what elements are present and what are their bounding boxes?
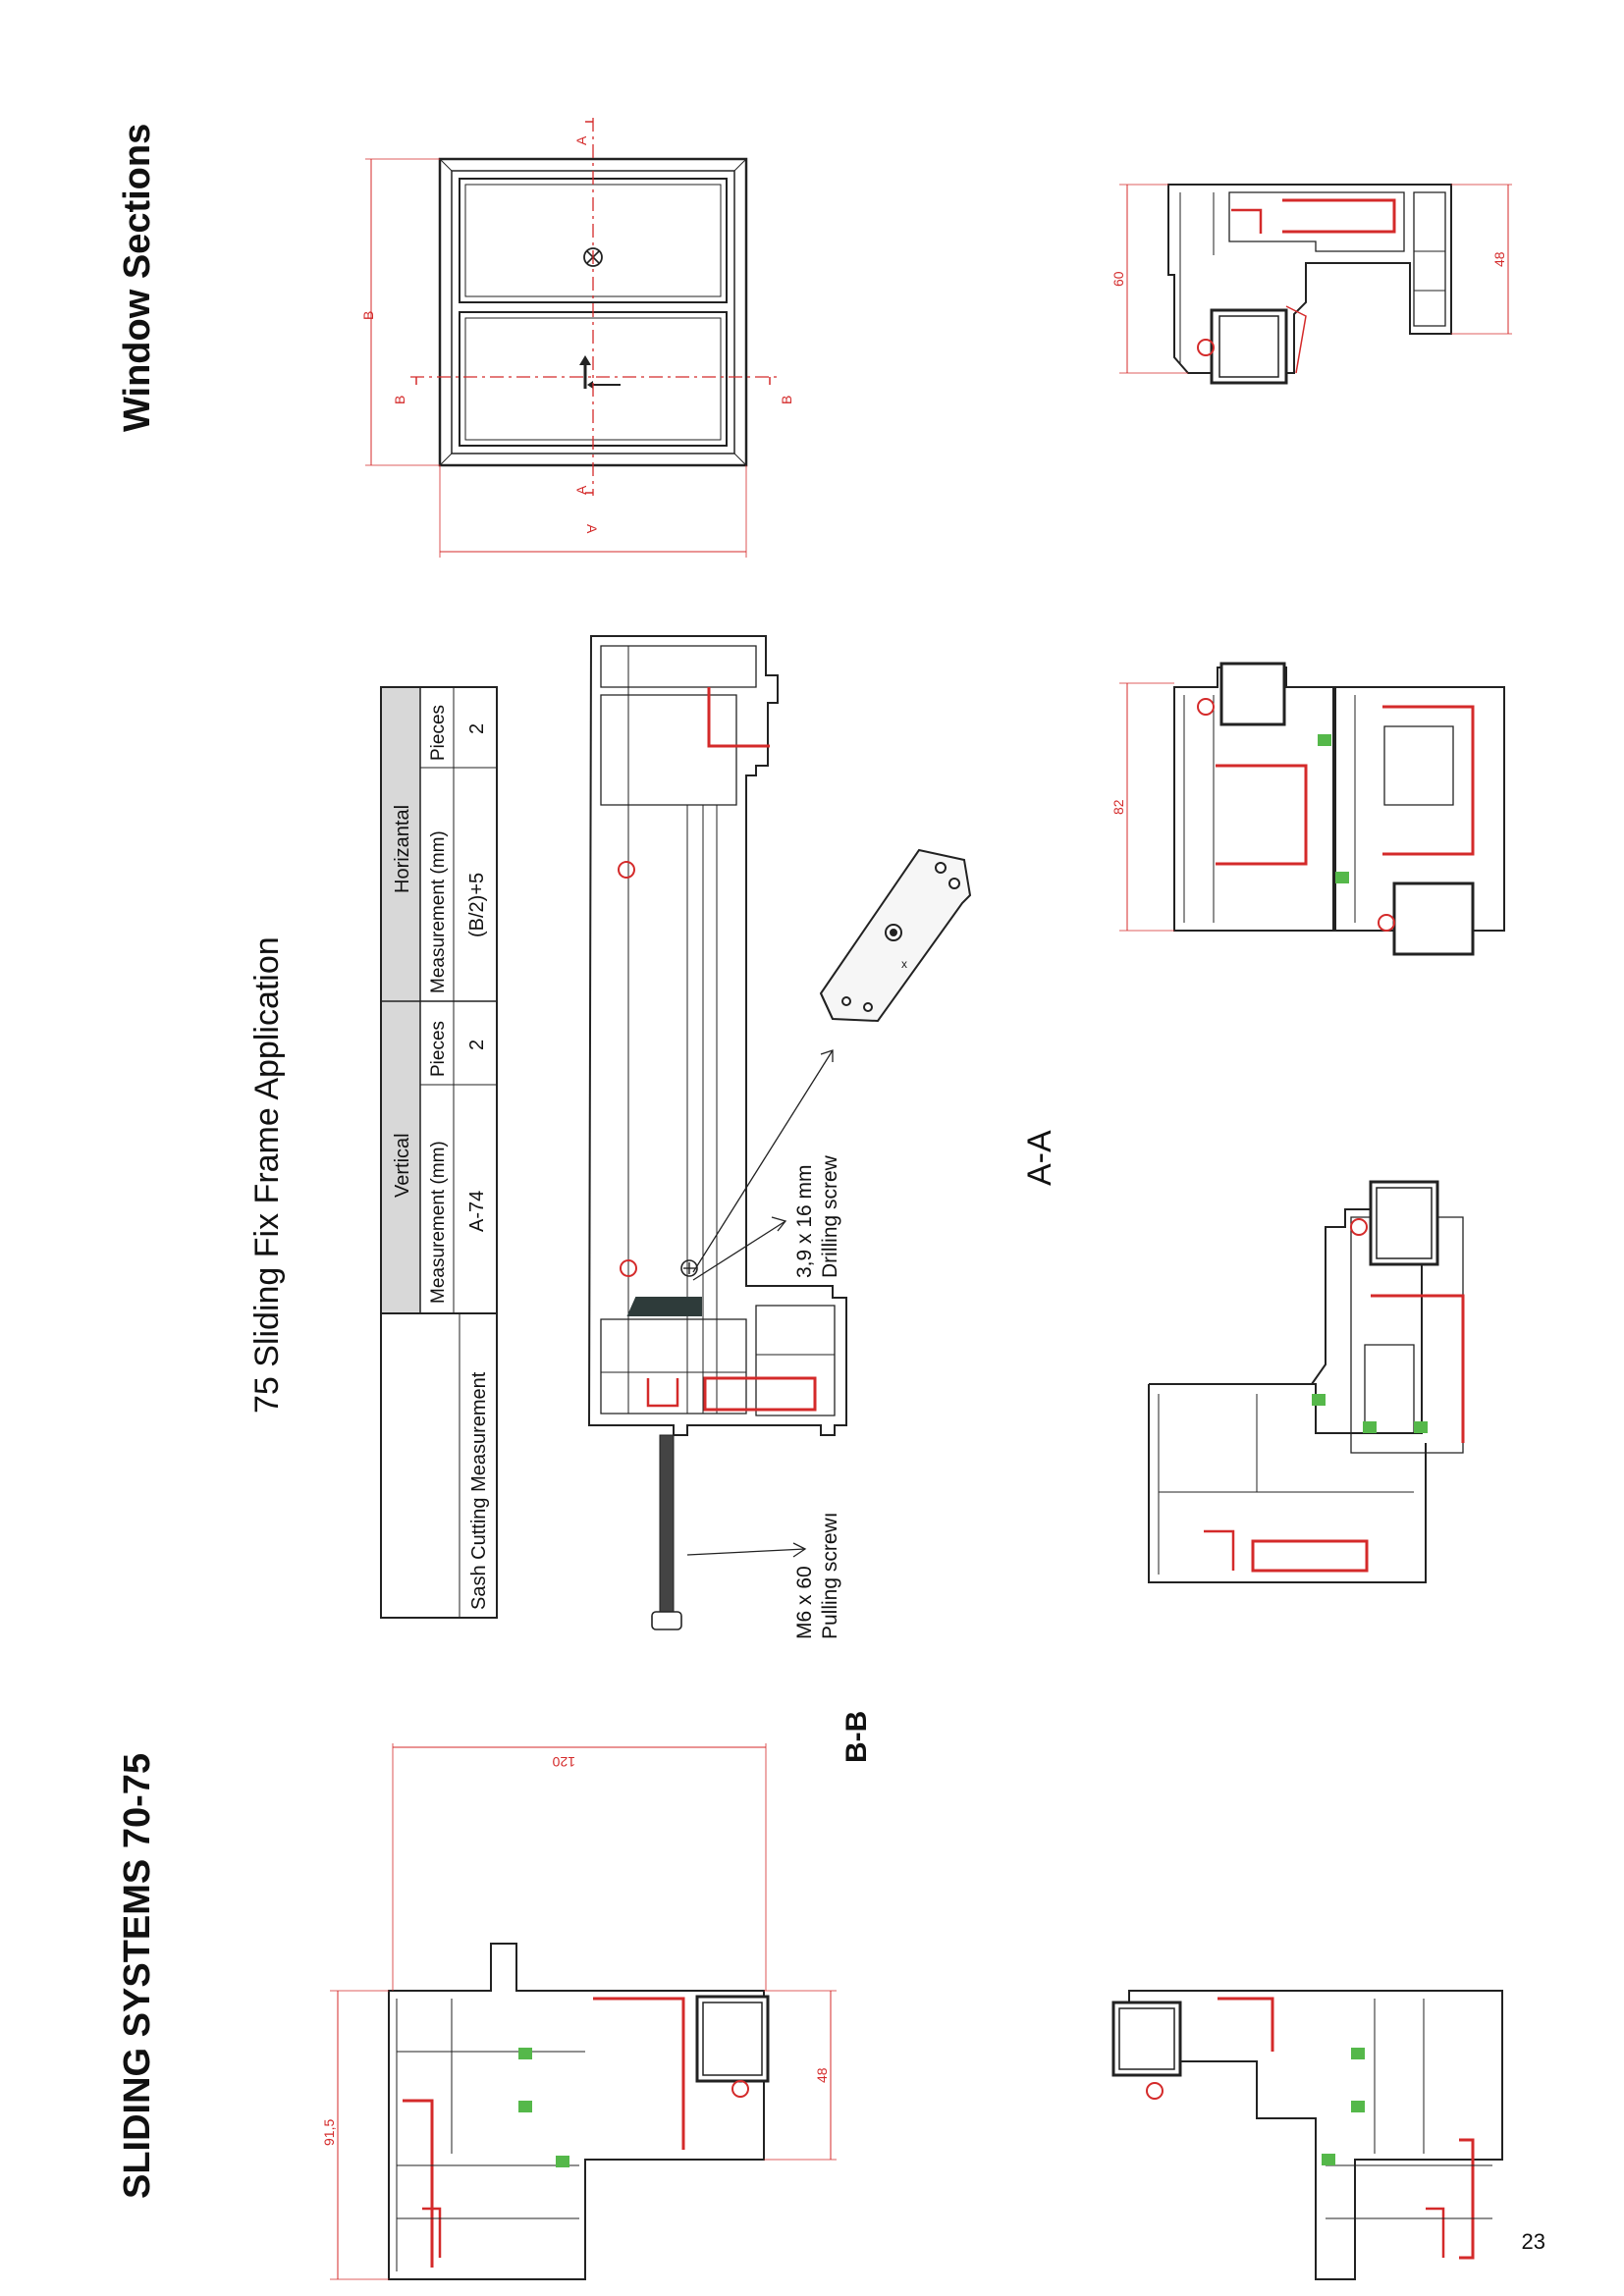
gasket-marker	[1312, 1394, 1326, 1406]
corner-bracket-illustration: x	[819, 848, 972, 1023]
table-col-measurement-v: Measurement (mm)	[428, 1141, 449, 1304]
dimension-a: A	[584, 524, 600, 534]
gasket-marker	[1351, 2048, 1365, 2059]
gasket-marker	[518, 2101, 532, 2112]
gasket-marker	[1335, 872, 1349, 883]
dimension-60: 60	[1110, 271, 1126, 287]
drilling-screw-size: 3,9 x 16 mm	[793, 1164, 816, 1278]
section-marker-b-right: B	[779, 396, 794, 404]
sliding-arrow-icon	[579, 355, 621, 389]
fix-frame-profile-section	[587, 635, 847, 1630]
pulling-screw-size: M6 x 60	[793, 1566, 816, 1639]
table-value-vertical-measurement: A-74	[466, 1191, 488, 1232]
table-group-vertical: Vertical	[392, 1133, 413, 1198]
cutting-table: Sash Cutting Measurement Vertical Horiza…	[380, 686, 498, 1619]
aa-section-top	[1167, 184, 1452, 385]
section-marker-a-top: A	[573, 135, 589, 145]
table-frame	[380, 686, 498, 1619]
dimension-82: 82	[1110, 799, 1126, 815]
gasket-marker	[1363, 1421, 1377, 1433]
table-value-vertical-pieces: 2	[466, 1040, 488, 1050]
table-group-horizontal: Horizantal	[392, 805, 413, 893]
table-col-measurement-h: Measurement (mm)	[428, 830, 449, 993]
gasket-marker	[1318, 734, 1331, 746]
pulling-screw-label: Pulling screwı	[819, 1512, 841, 1639]
dimension-b: B	[360, 311, 376, 320]
gasket-marker	[518, 2048, 532, 2059]
bb-section-left	[388, 1943, 770, 2280]
dimension-91-5: 91,5	[321, 2119, 337, 2146]
section-marker-b-left: B	[392, 396, 407, 404]
table-row-label: Sash Cutting Measurement	[468, 1371, 490, 1610]
dimension-48-left: 48	[814, 2067, 830, 2083]
section-label-aa: A-A	[1021, 1130, 1058, 1186]
table-col-pieces-h: Pieces	[428, 705, 449, 761]
bracket-mark: x	[901, 957, 907, 971]
table-value-horizontal-pieces: 2	[466, 723, 488, 734]
bb-section-right	[1111, 1990, 1503, 2280]
gasket-marker	[1414, 1421, 1428, 1433]
section-label-bb: B-B	[840, 1711, 873, 1763]
page-number: 23	[1521, 2229, 1545, 2254]
section-marker-a-bottom: A	[573, 485, 589, 495]
dimension-48-right: 48	[1491, 251, 1507, 267]
aa-section-lower	[1148, 1180, 1465, 1583]
gasket-marker	[556, 2156, 569, 2167]
table-group-header-bg	[381, 687, 420, 1313]
drilling-screw-label: Drilling screw	[819, 1154, 841, 1278]
aa-section-middle	[1173, 662, 1505, 956]
main-title: SLIDING SYSTEMS 70-75	[117, 1753, 158, 2199]
gasket-marker	[1322, 2154, 1335, 2165]
section-title: Window Sections	[117, 124, 158, 432]
window-elevation: A A B B B A	[360, 118, 794, 558]
table-value-horizontal-measurement: (B/2)+5	[466, 873, 488, 937]
dimension-120: 120	[552, 1754, 575, 1770]
table-col-pieces-v: Pieces	[428, 1021, 449, 1077]
subtitle: 75 Sliding Fix Frame Application	[248, 936, 286, 1414]
fixed-sash-icon	[583, 247, 603, 267]
gasket-marker	[1351, 2101, 1365, 2112]
